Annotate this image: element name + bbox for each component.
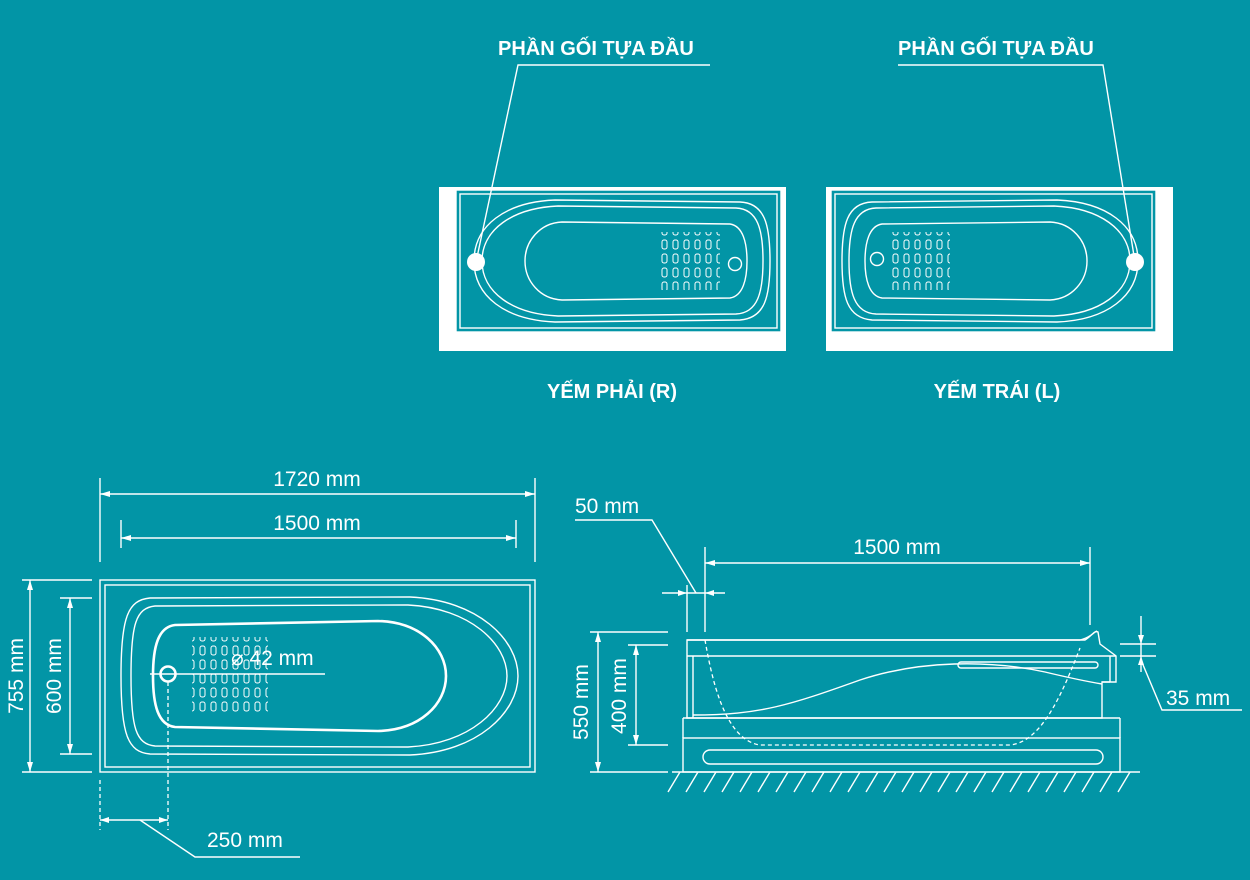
inner-length-label: 1500 mm (273, 512, 361, 535)
side-tub-base (682, 737, 1121, 773)
headrest-callout-right: PHẦN GỐI TỰA ĐẦU (498, 36, 694, 60)
drain-diameter-label: ⌀ 42 mm (231, 647, 314, 670)
caption-left-apron: YẾM TRÁI (L) (934, 380, 1061, 403)
total-height-label: 550 mm (570, 664, 593, 740)
anti-slip-pads-right (660, 232, 720, 290)
headrest-callout-left: PHẦN GỐI TỰA ĐẦU (898, 36, 1094, 60)
side-overflow-slot (957, 661, 1099, 669)
tub-body-right (456, 190, 781, 332)
top-view-right: PHẦN GỐI TỰA ĐẦU YẾM PHẢI (R) (439, 36, 786, 403)
inner-depth-label: 400 mm (608, 658, 631, 734)
plan-outer-frame (99, 579, 536, 773)
floor-hatching (667, 771, 1131, 793)
tub-rim-outline-left (841, 199, 1139, 323)
caption-right-apron: YẾM PHẢI (R) (547, 380, 677, 403)
side-basin-profile (704, 639, 1081, 746)
top-view-left: PHẦN GỐI TỰA ĐẦU YẾM TRÁI (L) (826, 36, 1173, 403)
plan-anti-slip-pads (192, 637, 268, 715)
tub-basin-right (524, 221, 748, 301)
anti-slip-pads-left (890, 232, 950, 290)
drain-icon (727, 256, 743, 272)
overall-length-label: 1720 mm (273, 468, 361, 491)
drain-offset-label: 250 mm (207, 829, 283, 852)
side-contour-line (692, 663, 1103, 716)
drain-icon (869, 251, 885, 267)
tub-rim-outline-right (473, 199, 771, 323)
headrest-leader-line (475, 64, 710, 263)
side-inner-length-label: 1500 mm (853, 536, 941, 559)
rim-offset-label: 50 mm (575, 495, 639, 518)
side-tub-body (686, 630, 1117, 719)
rim-thickness-label: 35 mm (1166, 687, 1230, 710)
plan-view: ⌀ 42 mm 1720 mm 1500 mm 755 mm 600 mm (5, 468, 536, 858)
side-view: 1500 mm 50 mm 550 mm 400 mm 35 mm (570, 495, 1242, 793)
tub-basin-left (864, 221, 1088, 301)
plan-tub-basin (151, 619, 448, 733)
overall-width-label: 755 mm (5, 638, 28, 714)
tub-body-left (831, 190, 1156, 332)
headrest-leader-line (898, 64, 1136, 263)
plan-tub-rim (120, 596, 519, 756)
inner-width-label: 600 mm (43, 638, 66, 714)
